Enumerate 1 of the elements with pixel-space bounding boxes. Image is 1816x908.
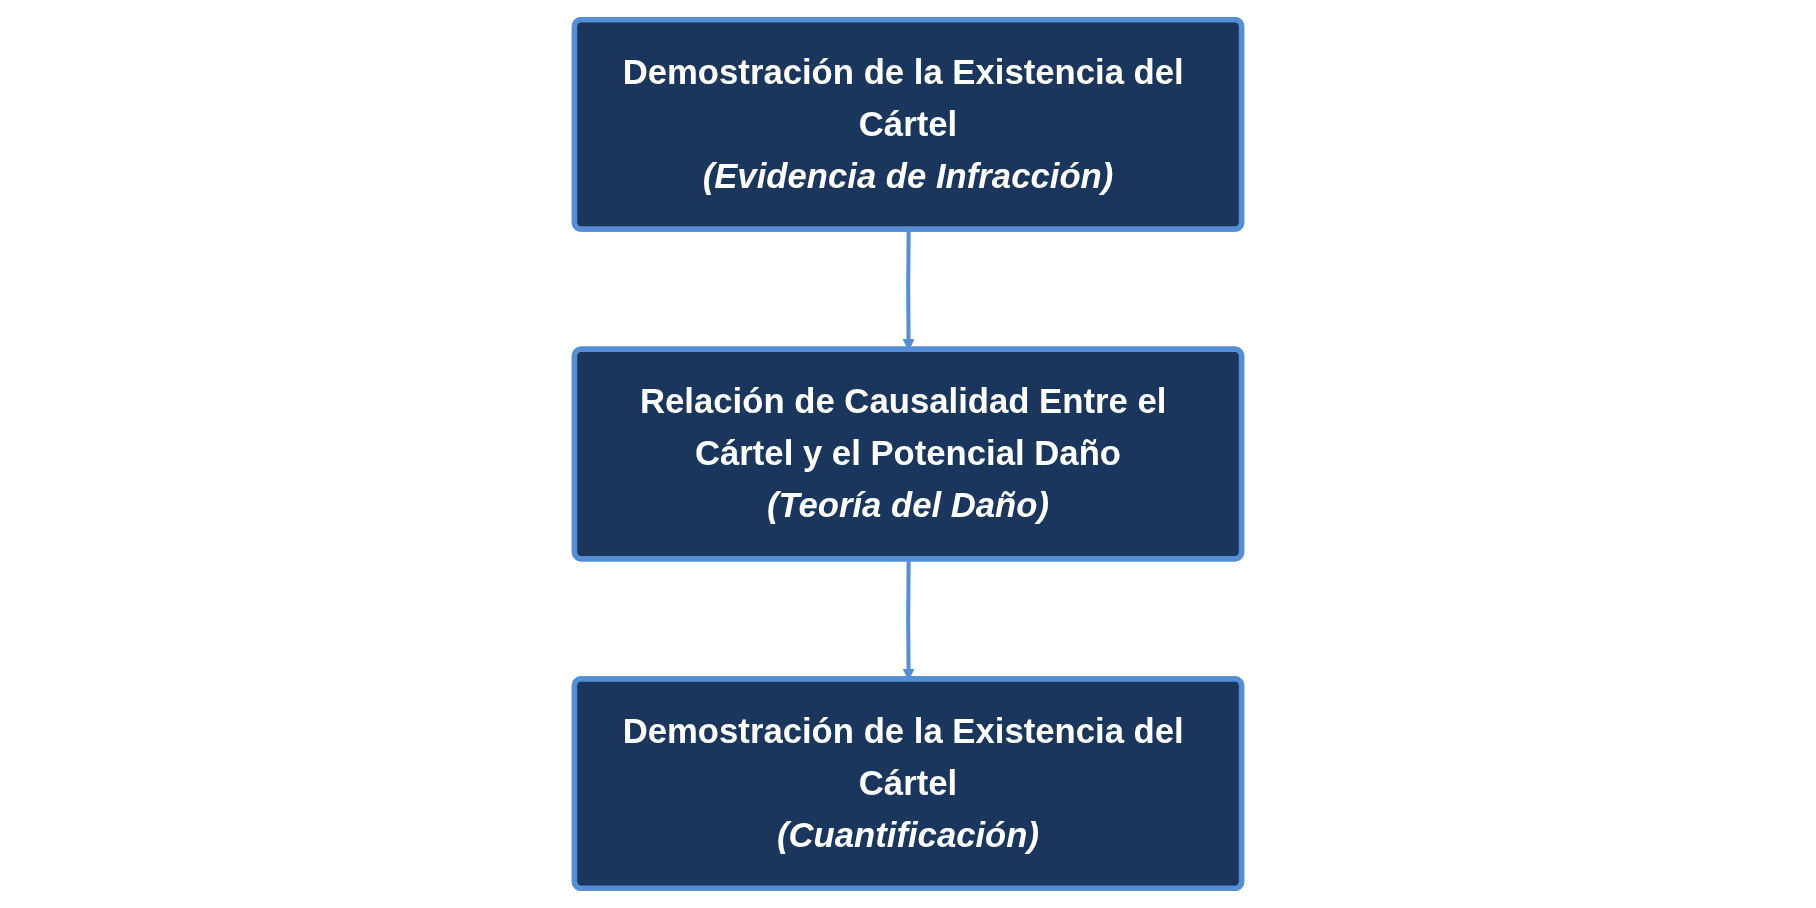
flowchart: Demostración de la Existencia del Cártel (Evidencia de Infracción) Relación de Causalidad Entre el Cártel y el Potencial Daño (Teoría del Daño) Demostración de la Existencia del Cártel (Cuantificación) <box>8 9 1808 899</box>
